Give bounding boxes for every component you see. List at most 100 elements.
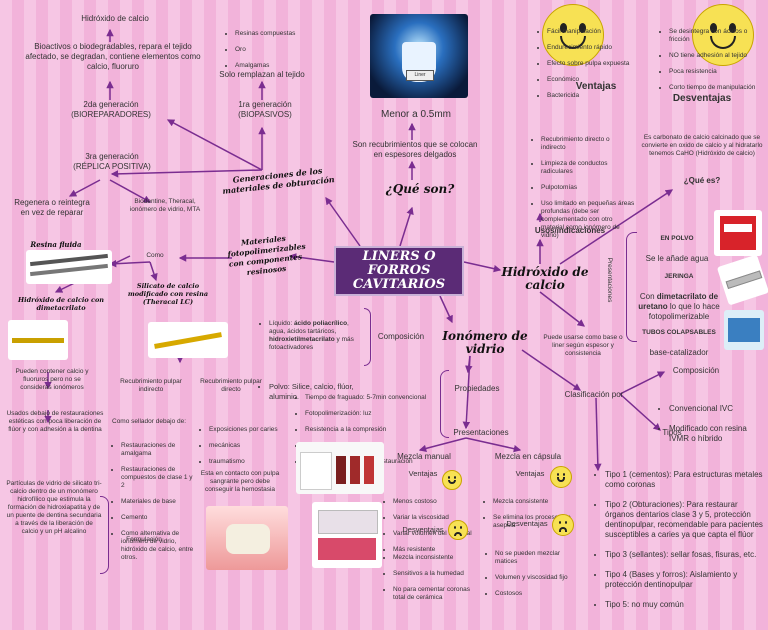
esta-contacto: Esta en contacto con pulpa sangrante per… <box>200 470 280 493</box>
ventajas-list: Fácil manipulación Endurecimiento rápido… <box>538 12 656 116</box>
polvo-product-photo <box>714 210 762 256</box>
happy-face-icon <box>692 4 754 66</box>
propiedades-bracket <box>440 370 449 438</box>
que-es-title: ¿Qué es? <box>683 176 721 185</box>
exposicion-item: Exposiciones por caries <box>209 426 286 434</box>
desventaja-item: Sensitivos a la humedad <box>393 570 478 578</box>
en-polvo: EN POLVO Se le añade agua <box>640 224 714 274</box>
center-title: LINERS O FORROS CAVITARIOS <box>334 246 464 296</box>
sellador-block: Como sellador debajo de: Restauraciones … <box>112 410 196 578</box>
composicion-item: Modificado con resina IVMR o híbrido <box>669 424 766 444</box>
propiedad-item: Fotopolimerización: luz <box>305 410 438 418</box>
mezcla-manual-ventajas: Ventajas <box>408 469 438 478</box>
tipo-item: Tipo 5: no muy común <box>605 600 768 610</box>
hidroxido-dimetacrilato-label: Hidróxido de calcio con dimetacrilato <box>17 296 105 312</box>
son-recubrimientos: Son recubrimientos que se colocan en esp… <box>352 140 478 159</box>
happy-face-icon <box>442 470 462 490</box>
liquido-block: Líquido: ácido poliacrílico, agua, ácido… <box>260 304 364 418</box>
jeringa-text: lo que lo hace fotopolimerizable <box>648 302 720 321</box>
clasificacion-label: Clasificación por <box>564 390 624 399</box>
ventaja-item: Variar la viscosidad <box>393 514 476 522</box>
composicion-list: Convencional IVC Modificado con resina I… <box>660 384 766 464</box>
particulas-text: Partículas de vidrio de silicato tri-cal… <box>6 480 102 535</box>
ventaja-item: Efecto sobre pulpa expuesta <box>547 60 656 68</box>
capsule-kit-photo <box>312 502 382 568</box>
resina-fluida-photo <box>26 250 112 284</box>
theracal-photo <box>148 322 228 358</box>
ventaja-item: Económico <box>547 76 656 84</box>
jeringa-bold: dimetacrilato de uretano <box>638 292 719 311</box>
tercera-generacion: 3ra generación (RÉPLICA POSITIVA) <box>73 152 151 171</box>
jeringa-title: JERINGA <box>664 273 694 280</box>
sad-face-icon <box>552 514 574 536</box>
mezcla-capsula-desventajas: Desventajas <box>506 519 548 528</box>
tubos-title: TUBOS COLAPSABLES <box>642 329 716 336</box>
que-es-text: Es carbonato de calcio calcinado que se … <box>641 134 763 157</box>
desventaja-item: No se pueden mezclar matices <box>495 550 580 566</box>
resinas-item: Resinas compuestas <box>235 30 336 38</box>
tubos-photo <box>724 310 764 350</box>
ventaja-item: Mezcla consistente <box>493 498 580 506</box>
uso-item: Uso limitado en pequeñas áreas profundas… <box>541 200 636 240</box>
polvo-item: Polvo: Silice, calcio, flúor, aluminio. <box>269 382 364 402</box>
liquido-text: y más fotoactivadores <box>269 336 354 351</box>
liquido-item: Líquido: ácido poliacrílico, agua, ácido… <box>269 320 364 352</box>
sellador-item: Materiales de base <box>121 498 196 506</box>
sellador-item: Cemento <box>121 514 196 522</box>
resinas-list: Resinas compuestas Oro Amalgamas <box>226 14 336 86</box>
desventaja-item: Mezcla inconsistente <box>393 554 478 562</box>
liquido-bold: hidroxietilmetacrilato <box>269 336 335 343</box>
ionomero-node: Ionómero de vidrio <box>442 329 528 356</box>
presentaciones-bracket <box>626 232 637 342</box>
tubos-text: base-catalizador <box>649 348 709 357</box>
liquido-text: , agua, ácidos tartáricos, <box>269 320 349 335</box>
como-sellador-title: Como sellador debajo de: <box>112 418 187 425</box>
sellador-item: Restauraciones de compuestos de clase 1 … <box>121 466 196 490</box>
mezcla-manual-desventajas-list: Mezcla inconsistente Sensitivos a la hum… <box>384 538 478 618</box>
usos-title: Usos/indicaciones <box>534 226 606 235</box>
en-polvo-title: EN POLVO <box>660 235 694 242</box>
tipo-item: Tipo 3 (sellantes): sellar fosas, fisura… <box>605 550 768 560</box>
como-label: Como <box>146 252 164 259</box>
primera-generacion: 1ra generación (BIOPASIVOS) <box>238 100 292 119</box>
exposicion-item: mecánicas <box>209 442 286 450</box>
mezcla-capsula-ventajas: Ventajas <box>515 469 545 478</box>
tipos-list: Tipo 1 (cementos): Para estructuras meta… <box>596 450 768 630</box>
ventaja-item: Fácil manipulación <box>547 28 656 36</box>
ventaja-item: Endurecimiento rápido <box>547 44 656 52</box>
formulacion-label: Formulación <box>126 536 162 543</box>
liner-label: Liner <box>406 70 434 81</box>
desventaja-item: No para cementar coronas total de cerámi… <box>393 586 478 602</box>
que-son-node: ¿Qué son? <box>385 182 455 196</box>
resinas-item: Amalgamas <box>235 62 336 70</box>
usos-list: Recubrimiento directo o indirecto Limpie… <box>532 120 636 256</box>
pulp-photo <box>206 506 288 570</box>
happy-face-icon <box>550 466 572 488</box>
presentaciones-ionomero-label: Presentaciones <box>453 428 509 437</box>
tubos: TUBOS COLAPSABLES base-catalizador <box>636 318 722 368</box>
hidroxido-node: Hidróxido de calcio <box>501 265 589 292</box>
regenera-text: Regenera o reintegra en vez de reparar <box>14 198 90 217</box>
mezcla-capsula-title: Mezcla en cápsula <box>494 452 562 461</box>
silicato-label: Silicato de calcio modificado con resina… <box>127 282 209 306</box>
menor-text: Menor a 0.5mm <box>380 109 452 120</box>
liner-photo: Liner <box>370 14 468 98</box>
ventajas-title: Ventajas <box>575 81 617 92</box>
sad-face-icon <box>448 520 468 540</box>
desventaja-item: Costosos <box>495 590 580 598</box>
tipo-item: Tipo 1 (cementos): Para estructuras meta… <box>605 470 768 490</box>
tipo-item: Tipo 4 (Bases y forros): Aislamiento y p… <box>605 570 768 590</box>
materiales-node: Materiales fotopolimerizables con compon… <box>227 233 307 277</box>
exposiciones-list: Exposiciones por caries mecánicas trauma… <box>200 410 286 482</box>
desventajas-title: Desventajas <box>672 93 732 104</box>
composicion-bracket <box>364 308 371 366</box>
dimetacrilato-photo <box>8 320 68 360</box>
mezcla-capsula-desventajas-list: No se pueden mezclar matices Volumen y v… <box>486 534 580 614</box>
en-polvo-text: Se le añade agua <box>645 254 709 263</box>
solo-remplazan: Solo remplazan al tejido <box>219 70 305 79</box>
desventaja-item: NO tiene adhesión al tejido <box>669 52 766 60</box>
desventaja-item: Se desintegra con ácidos o fricción <box>669 28 766 44</box>
formulacion-bracket <box>100 496 109 574</box>
usados-debajo: Usados debajo de restauraciones estética… <box>6 410 104 433</box>
segunda-generacion: 2da generación (BIOREPARADORES) <box>71 100 151 119</box>
